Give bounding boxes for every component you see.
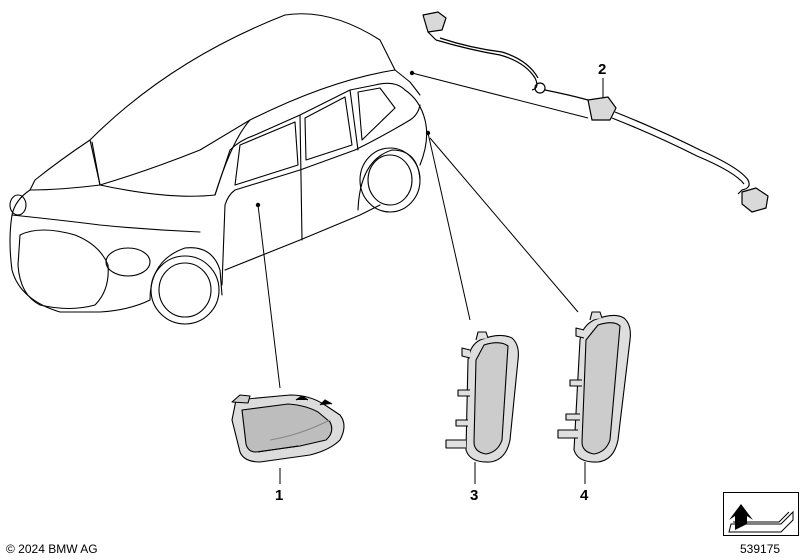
callout-4[interactable]: 4 (580, 487, 589, 504)
part-4-side-marker[interactable] (557, 311, 631, 463)
part-1-mirror-indicator[interactable] (231, 394, 345, 463)
callout-1[interactable]: 1 (275, 487, 284, 504)
callout-2[interactable]: 2 (598, 61, 607, 78)
callout-3[interactable]: 3 (470, 487, 479, 504)
diagram-number: 539175 (740, 542, 781, 556)
part-2-wiring-harness[interactable] (422, 11, 769, 213)
car-illustration (9, 13, 428, 325)
copyright-text: © 2024 BMW AG (6, 542, 98, 556)
part-3-side-marker[interactable] (445, 331, 519, 463)
leader-lines (257, 72, 604, 484)
view-orientation-arrow-icon[interactable] (723, 492, 799, 536)
leader-dots (255, 70, 431, 208)
